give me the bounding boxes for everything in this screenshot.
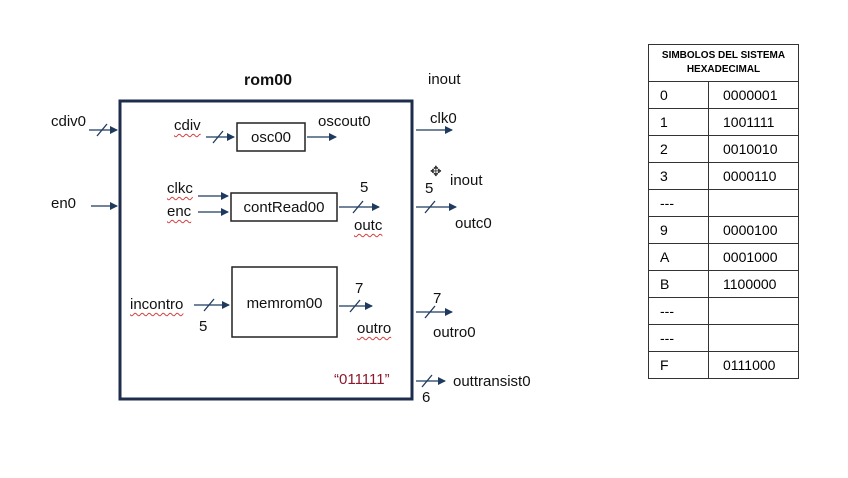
table-cell-code: 0010010	[708, 135, 799, 163]
table-cell-code	[708, 324, 799, 352]
table-header: SIMBOLOS DEL SISTEMA HEXADECIMAL	[648, 44, 799, 82]
table-cell-symbol: 3	[648, 162, 709, 190]
oscout0-label: oscout0	[318, 113, 371, 130]
incontro-width-label: 5	[199, 318, 208, 335]
block-diagram	[89, 99, 457, 401]
move-cursor-icon: ✥	[430, 163, 442, 179]
table-cell-symbol: 2	[648, 135, 709, 163]
table-cell-symbol: 1	[648, 108, 709, 136]
outc0-width-label: 5	[425, 180, 434, 197]
table-row: ---	[648, 297, 799, 325]
outro0-bus-slash	[424, 305, 436, 319]
table-cell-code	[708, 189, 799, 217]
input-en0-label: en0	[51, 195, 77, 212]
table-header-row: SIMBOLOS DEL SISTEMA HEXADECIMAL	[648, 44, 799, 82]
output-outc0-label: outc0	[455, 215, 492, 232]
outtransist0-width-label: 6	[422, 389, 431, 406]
table-cell-symbol: B	[648, 270, 709, 298]
outc-width-label: 5	[360, 179, 369, 196]
table-cell-code: 0000001	[708, 81, 799, 109]
table-cell-code: 0111000	[708, 351, 799, 379]
output-clk0-label: clk0	[430, 110, 457, 127]
table-cell-symbol: 9	[648, 216, 709, 244]
table-cell-code: 1001111	[708, 108, 799, 136]
clkc-port-label: clkc	[167, 180, 193, 197]
output-outro0-label: outro0	[433, 324, 476, 341]
table-cell-code: 0001000	[708, 243, 799, 271]
input-cdiv0-label: cdiv0	[51, 113, 87, 130]
outc-port-label: outc	[354, 217, 383, 234]
incontro-bus-slash	[203, 298, 215, 312]
contread00-name: contRead00	[243, 199, 325, 216]
cdiv0-bus-slash	[96, 123, 108, 137]
clk0-mode-label: inout	[428, 71, 461, 88]
entity-title: rom00	[244, 72, 293, 89]
table-cell-code: 0000100	[708, 216, 799, 244]
outc0-mode-label: inout	[450, 172, 483, 189]
table-header-line2: HEXADECIMAL	[686, 64, 761, 75]
table-header-line1: SIMBOLOS DEL SISTEMA	[661, 50, 786, 61]
outro-bus-slash	[349, 299, 361, 313]
outc-bus-slash	[352, 200, 364, 214]
table-row: ---	[648, 324, 799, 352]
table-cell-symbol: ---	[648, 189, 709, 217]
osc00-name: osc00	[250, 129, 292, 146]
outc0-bus-slash	[424, 200, 436, 214]
output-outtransist0-label: outtransist0	[453, 373, 531, 390]
outro-port-label: outro	[357, 320, 392, 337]
memrom00-name: memrom00	[246, 295, 323, 312]
table-cell-symbol: ---	[648, 297, 709, 325]
cdiv-port-label: cdiv	[174, 117, 201, 134]
table-cell-symbol: 0	[648, 81, 709, 109]
table-cell-symbol: F	[648, 351, 709, 379]
table-cell-code: 1100000	[708, 270, 799, 298]
table-cell-code	[708, 297, 799, 325]
contread00-block	[230, 192, 338, 222]
outtransist0-bus-slash	[421, 374, 433, 388]
incontro-port-label: incontro	[130, 296, 184, 313]
outro0-width-label: 7	[433, 290, 442, 307]
enc-port-label: enc	[167, 203, 192, 220]
osc00-block	[236, 122, 306, 152]
table-cell-code: 0000110	[708, 162, 799, 190]
outro-width-label: 7	[355, 280, 364, 297]
rom00-entity-box	[118, 99, 414, 401]
cdiv-bus-slash	[212, 130, 224, 144]
constant-value: “011111”	[334, 371, 390, 388]
table-row: ---	[648, 189, 799, 217]
memrom00-block	[231, 266, 338, 338]
table-cell-symbol: A	[648, 243, 709, 271]
table-cell-symbol: ---	[648, 324, 709, 352]
